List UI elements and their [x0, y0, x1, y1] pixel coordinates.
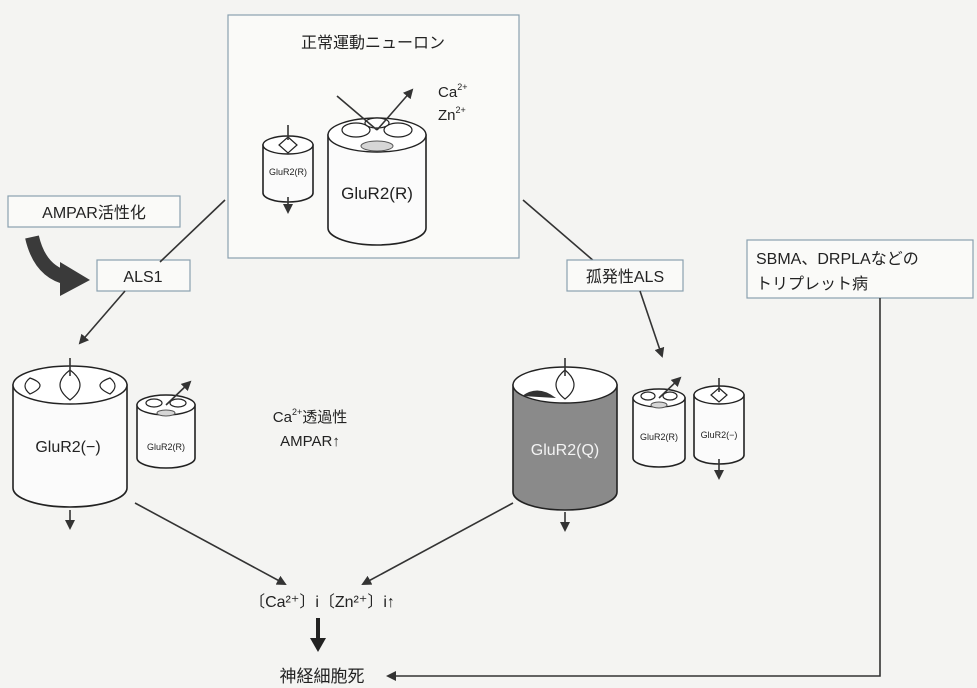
triplet-line-1: SBMA、DRPLAなどの	[756, 250, 919, 268]
right-small-label-1: GluR2(R)	[640, 432, 678, 442]
ampar-activation-label: AMPAR活性化	[42, 204, 146, 222]
normal-small-receptor: GluR2(R)	[263, 125, 313, 212]
link-left-to-ions	[135, 503, 285, 584]
right-small-receptor-2: GluR2(−)	[694, 378, 744, 478]
left-small-receptor: GluR2(R)	[137, 382, 195, 468]
neuron-death-label: 神経細胞死	[280, 667, 365, 686]
als1-label: ALS1	[123, 269, 162, 286]
triplet-line-2: トリプレット病	[756, 275, 868, 293]
normal-small-label: GluR2(R)	[269, 167, 307, 177]
right-small-label-2: GluR2(−)	[701, 430, 738, 440]
left-big-receptor: GluR2(−)	[13, 358, 127, 528]
right-small-receptor-1: GluR2(R)	[633, 378, 685, 467]
link-als1-to-left-receptor	[80, 291, 125, 343]
link-sporadic-to-right-receptors	[640, 291, 662, 356]
normal-neuron-title: 正常運動ニューロン	[301, 34, 445, 52]
link-top-to-sporadic	[523, 200, 595, 262]
right-big-receptor: GluR2(Q)	[513, 358, 617, 530]
left-small-label: GluR2(R)	[147, 442, 185, 452]
ampar-increase-label: AMPAR↑	[280, 433, 340, 450]
link-right-to-ions	[363, 503, 513, 584]
ion-to-death-arrowhead	[310, 638, 326, 652]
ion-increase-label: 〔Ca²⁺〕i〔Zn²⁺〕i↑	[249, 593, 395, 611]
ca-permeability-label: Ca2+透過性	[273, 407, 347, 426]
link-triplet-to-death	[388, 298, 880, 676]
left-big-label: GluR2(−)	[35, 439, 100, 456]
sporadic-als-label: 孤発性ALS	[586, 268, 664, 286]
activation-curved-arrowhead	[60, 262, 90, 296]
right-big-label: GluR2(Q)	[531, 442, 599, 459]
normal-big-label: GluR2(R)	[341, 184, 413, 203]
